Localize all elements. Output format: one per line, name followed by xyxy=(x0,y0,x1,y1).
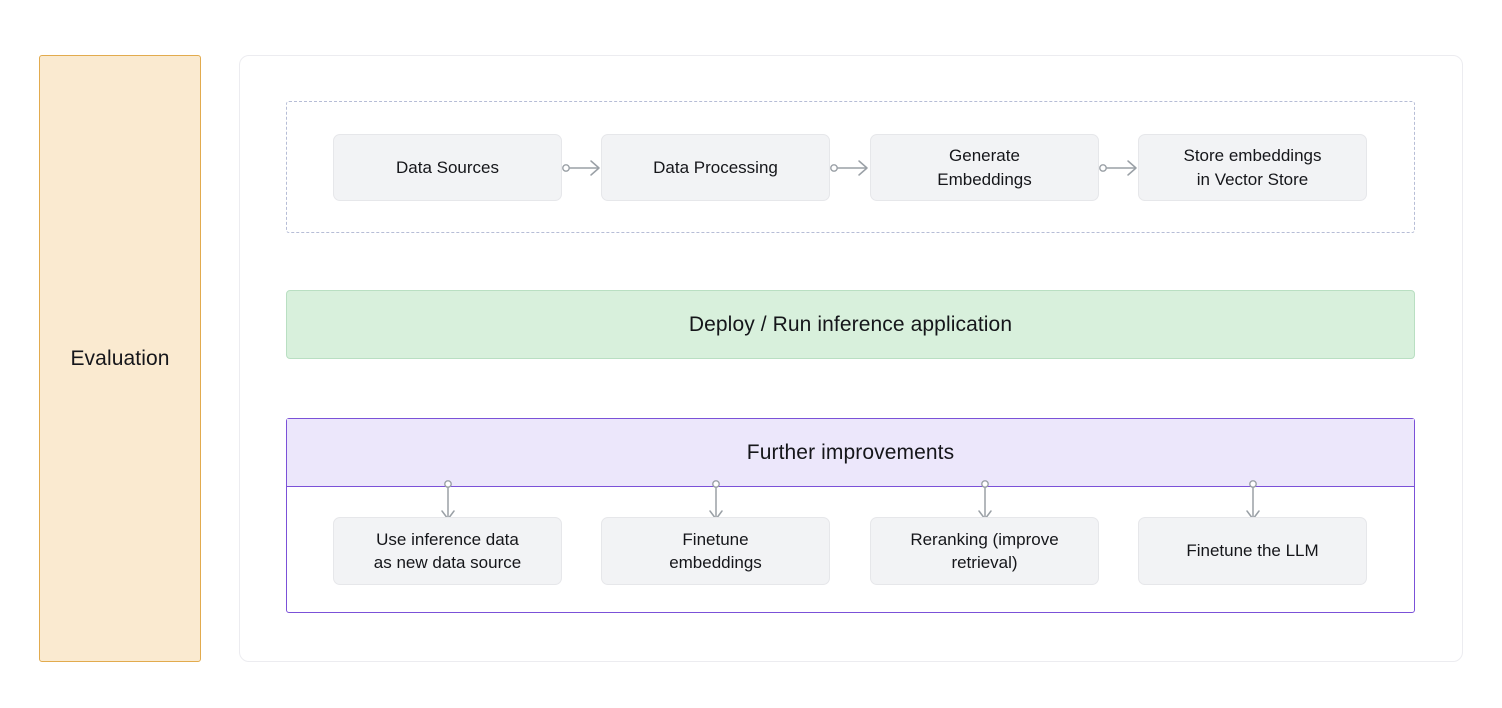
node-finetune-embeddings-label: Finetune embeddings xyxy=(669,529,762,572)
node-finetune-embeddings[interactable]: Finetune embeddings xyxy=(601,517,830,585)
node-generate-embeddings[interactable]: Generate Embeddings xyxy=(870,134,1099,201)
evaluation-panel: Evaluation xyxy=(39,55,201,662)
connector-arrow-down-1 xyxy=(437,480,459,524)
node-generate-embeddings-label: Generate Embeddings xyxy=(937,146,1032,189)
node-data-processing[interactable]: Data Processing xyxy=(601,134,830,201)
connector-arrow-right-3 xyxy=(1099,152,1141,184)
further-improvements-title: Further improvements xyxy=(746,440,955,464)
ingestion-pipeline-group xyxy=(286,101,1415,233)
node-reranking[interactable]: Reranking (improve retrieval) xyxy=(870,517,1099,585)
node-use-inference-data[interactable]: Use inference data as new data source xyxy=(333,517,562,585)
node-use-inference-data-label: Use inference data as new data source xyxy=(373,529,522,572)
node-store-embeddings-label: Store embeddings in Vector Store xyxy=(1183,146,1322,189)
deploy-inference-banner-label: Deploy / Run inference application xyxy=(688,312,1013,336)
evaluation-panel-label: Evaluation xyxy=(70,346,170,370)
node-data-sources-label: Data Sources xyxy=(396,157,499,177)
node-reranking-label: Reranking (improve retrieval) xyxy=(910,529,1059,572)
connector-arrow-right-2 xyxy=(830,152,872,184)
node-data-sources[interactable]: Data Sources xyxy=(333,134,562,201)
node-finetune-llm-label: Finetune the LLM xyxy=(1186,541,1319,561)
node-data-processing-label: Data Processing xyxy=(653,157,778,177)
connector-arrow-right-1 xyxy=(562,152,604,184)
node-store-embeddings[interactable]: Store embeddings in Vector Store xyxy=(1138,134,1367,201)
node-finetune-llm[interactable]: Finetune the LLM xyxy=(1138,517,1367,585)
deploy-inference-banner[interactable]: Deploy / Run inference application xyxy=(286,290,1415,359)
further-improvements-header: Further improvements xyxy=(287,419,1414,487)
